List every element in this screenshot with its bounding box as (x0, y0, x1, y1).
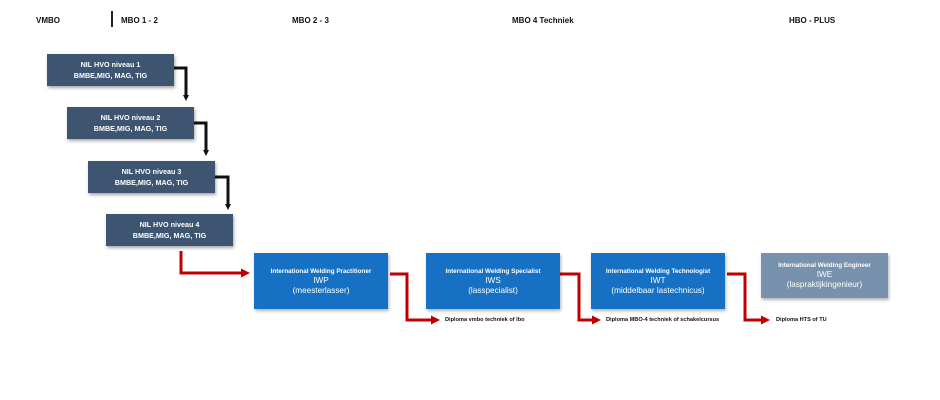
nil-level-2-box: NIL HVO niveau 2 BMBE,MIG, MAG, TIG (67, 107, 194, 139)
nil-level-3-box: NIL HVO niveau 3 BMBE,MIG, MAG, TIG (88, 161, 215, 193)
step-arrow-2-3 (194, 121, 209, 156)
iw-subtitle: (laspraktijkingenieur) (786, 280, 863, 289)
iw-code: IWS (485, 275, 501, 285)
iw-subtitle: (meesterlasser) (292, 285, 350, 295)
iwt-box: International Welding Technologist IWT (… (591, 253, 725, 309)
header-mbo-1-2: MBO 1 - 2 (121, 16, 158, 25)
iw-title: International Welding Specialist (445, 267, 541, 275)
header-hbo: HBO - PLUS (789, 16, 836, 25)
header-divider (111, 11, 113, 27)
iw-code: IWE (816, 270, 833, 279)
step-arrow-1-2 (174, 66, 189, 101)
diploma-label-mbo4: Diploma MBO-4 techniek of schakelcursus (606, 317, 720, 323)
header-vmbo: VMBO (36, 16, 60, 25)
iwe-box: International Welding Engineer IWE (lasp… (761, 253, 888, 298)
diploma-label-hts: Diploma HTS of TU (776, 317, 827, 323)
iwp-box: International Welding Practitioner IWP (… (254, 253, 388, 309)
iw-code: IWT (650, 275, 666, 285)
diploma-label-vmbo: Diploma vmbo techniek of lbo (445, 317, 525, 323)
nil-level-title: NIL HVO niveau 2 (100, 113, 161, 122)
step-arrow-3-4 (215, 175, 231, 210)
nil-level-title: NIL HVO niveau 1 (80, 60, 141, 69)
nil-level-title: NIL HVO niveau 3 (121, 167, 182, 176)
nil-level-processes: BMBE,MIG, MAG, TIG (114, 178, 189, 187)
red-arrow-iws-to-iwt (560, 272, 601, 325)
iw-title: International Welding Engineer (778, 262, 871, 269)
iws-box: International Welding Specialist IWS (la… (426, 253, 560, 309)
nil-level-processes: BMBE,MIG, MAG, TIG (73, 71, 148, 80)
nil-level-4-box: NIL HVO niveau 4 BMBE,MIG, MAG, TIG (106, 214, 233, 246)
red-arrow-nil-to-iwp (179, 251, 250, 278)
red-arrow-iwt-to-iwe (727, 272, 770, 325)
header-mbo-4: MBO 4 Techniek (512, 16, 574, 25)
nil-level-1-box: NIL HVO niveau 1 BMBE,MIG, MAG, TIG (47, 54, 174, 86)
iw-title: International Welding Technologist (605, 267, 711, 275)
red-arrow-iwp-to-iws (390, 272, 440, 325)
nil-level-processes: BMBE,MIG, MAG, TIG (132, 231, 207, 240)
header-mbo-2-3: MBO 2 - 3 (292, 16, 329, 25)
iw-code: IWP (313, 275, 329, 285)
nil-level-processes: BMBE,MIG, MAG, TIG (93, 124, 168, 133)
iw-subtitle: (middelbaar lastechnicus) (611, 285, 705, 295)
nil-level-title: NIL HVO niveau 4 (139, 220, 200, 229)
iw-title: International Welding Practitioner (270, 267, 372, 275)
iw-subtitle: (lasspecialist) (468, 285, 518, 295)
